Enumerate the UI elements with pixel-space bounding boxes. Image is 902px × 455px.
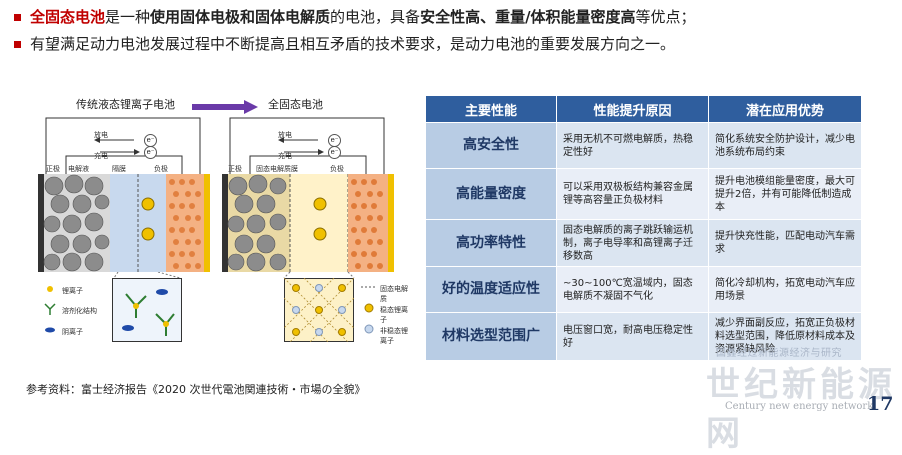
solid-battery-cell	[222, 174, 394, 272]
zoom-lines-icon	[283, 272, 355, 279]
bullet-1-part: 使用固体电极和固体电解质	[150, 8, 331, 26]
bullet-square-icon	[14, 41, 21, 48]
application-advantage: 减少界面副反应，拓宽正负极材料选型范围，降低原材料成本及资源紧缺风险	[708, 312, 862, 361]
liquid-negative-label: 负极	[154, 165, 168, 173]
table-row: 高功率特性 固态电解质的离子跳跃输运机制，离子电导率和高锂离子迁移数高 提升快充…	[425, 219, 862, 267]
performance-name: 材料选型范围广	[425, 312, 557, 361]
liquid-positive-label: 正极	[46, 165, 60, 173]
table-row: 高能量密度 可以采用双极板结构兼容金属锂等高容量正负极材料 提升电池模组能量密度…	[425, 168, 862, 220]
liquid-electrolyte-label: 电解液	[68, 165, 89, 173]
bullet-1: 全固态电池是一种使用固体电极和固体电解质的电池，具备安全性高、重量/体积能量密度…	[14, 6, 894, 28]
application-advantage: 简化系统安全防护设计，减少电池系统布局约束	[708, 122, 862, 169]
performance-reason: 固态电解质的离子跳跃输运机制，离子电导率和高锂离子迁移数高	[556, 219, 709, 267]
table-row: 高安全性 采用无机不可燃电解质，热稳定性好 简化系统安全防护设计，减少电池系统布…	[425, 122, 862, 169]
application-advantage: 简化冷却机构，拓宽电动汽车应用场景	[708, 266, 862, 313]
solid-positive-label: 正极	[228, 165, 242, 173]
bullet-1-text: 全固态电池是一种使用固体电极和固体电解质的电池，具备安全性高、重量/体积能量密度…	[30, 6, 696, 28]
bullet-1-part: 的电池，具备	[330, 8, 421, 26]
solid-electrolyte-zoom	[284, 278, 354, 342]
solid-circuit-lines	[229, 117, 385, 174]
application-advantage: 提升电池模组能量密度，最大可提升2倍，并有可能降低制造成本	[708, 168, 862, 220]
performance-table: 主要性能 性能提升原因 潜在应用优势 高安全性 采用无机不可燃电解质，热稳定性好…	[425, 95, 862, 361]
watermark-small-text: 国鑫经过新能源经济与研究	[716, 348, 842, 359]
legend-anion: 阴离子	[62, 328, 83, 336]
table-header-row: 主要性能 性能提升原因 潜在应用优势	[425, 95, 862, 123]
column-header: 主要性能	[425, 95, 557, 123]
liquid-charge-label: 充电	[94, 152, 108, 160]
zoom-lines-icon	[113, 272, 181, 279]
performance-reason: 电压窗口宽，耐高电压稳定性好	[556, 312, 709, 361]
column-header: 性能提升原因	[556, 95, 709, 123]
performance-name: 高功率特性	[425, 219, 557, 267]
legend-solvation-structure: 溶剂化结构	[62, 307, 97, 315]
arrow-right-icon	[192, 100, 258, 114]
legend-stable-lithium-ion: 稳态锂离子	[380, 306, 408, 324]
performance-reason: 可以采用双极板结构兼容金属锂等高容量正负极材料	[556, 168, 709, 220]
bullet-square-icon	[14, 14, 21, 21]
application-advantage: 提升快充性能，匹配电动汽车需求	[708, 219, 862, 267]
solid-legend-icons	[361, 286, 377, 334]
electron-icon: e⁻	[328, 146, 341, 159]
bullet-2-text: 有望满足动力电池发展过程中不断提高且相互矛盾的技术要求，是动力电池的重要发展方向…	[30, 35, 676, 53]
legend-unstable-lithium-ion: 非稳态锂离子	[380, 327, 408, 345]
table-row: 材料选型范围广 电压窗口宽，耐高电压稳定性好 减少界面副反应，拓宽正负极材料选型…	[425, 312, 862, 361]
solid-discharge-label: 放电	[278, 131, 292, 139]
bullet-1-part: 全固态电池	[30, 8, 106, 26]
watermark-english-text: Century new energy network	[725, 401, 874, 412]
bullet-2: 有望满足动力电池发展过程中不断提高且相互矛盾的技术要求，是动力电池的重要发展方向…	[14, 33, 894, 55]
legend-solid-electrolyte: 固态电解质	[380, 285, 408, 303]
bullet-1-part: 等优点；	[635, 8, 696, 26]
performance-name: 高安全性	[425, 122, 557, 169]
legend-lithium-ion: 锂离子	[62, 287, 83, 295]
bullet-1-part: 安全性高、重量/体积能量密度高	[420, 8, 636, 26]
performance-name: 高能量密度	[425, 168, 557, 220]
performance-reason: ~30~100℃宽温域内，固态电解质不凝固不气化	[556, 266, 709, 313]
electron-icon: e⁻	[144, 146, 157, 159]
page-number: 17	[867, 393, 894, 415]
column-header: 潜在应用优势	[708, 95, 862, 123]
table-row: 好的温度适应性 ~30~100℃宽温域内，固态电解质不凝固不气化 简化冷却机构，…	[425, 266, 862, 313]
liquid-electrolyte-zoom	[112, 278, 182, 342]
reference-text: 参考资料：富士经济报告《2020 次世代電池関連技術・市場の全貌》	[26, 383, 366, 396]
bullet-list: 全固态电池是一种使用固体电极和固体电解质的电池，具备安全性高、重量/体积能量密度…	[14, 6, 894, 60]
liquid-circuit-lines	[45, 117, 201, 174]
solid-charge-label: 充电	[278, 152, 292, 160]
performance-reason: 采用无机不可燃电解质，热稳定性好	[556, 122, 709, 169]
liquid-battery-cell	[38, 174, 210, 272]
liquid-separator-label: 隔膜	[112, 165, 126, 173]
bullet-1-part: 是一种	[105, 8, 151, 26]
liquid-discharge-label: 放电	[94, 131, 108, 139]
solid-negative-label: 负极	[330, 165, 344, 173]
solid-electrolyte-label: 固态电解质膜	[256, 165, 298, 173]
solid-battery-title: 全固态电池	[268, 98, 323, 111]
performance-name: 好的温度适应性	[425, 266, 557, 313]
liquid-legend-icons	[44, 286, 56, 333]
liquid-battery-title: 传统液态锂离子电池	[76, 98, 175, 111]
battery-comparison-diagram: 传统液态锂离子电池 全固态电池 放电 e⁻ 充电 e⁻ 正极 电解液 隔膜 负极	[24, 92, 414, 345]
